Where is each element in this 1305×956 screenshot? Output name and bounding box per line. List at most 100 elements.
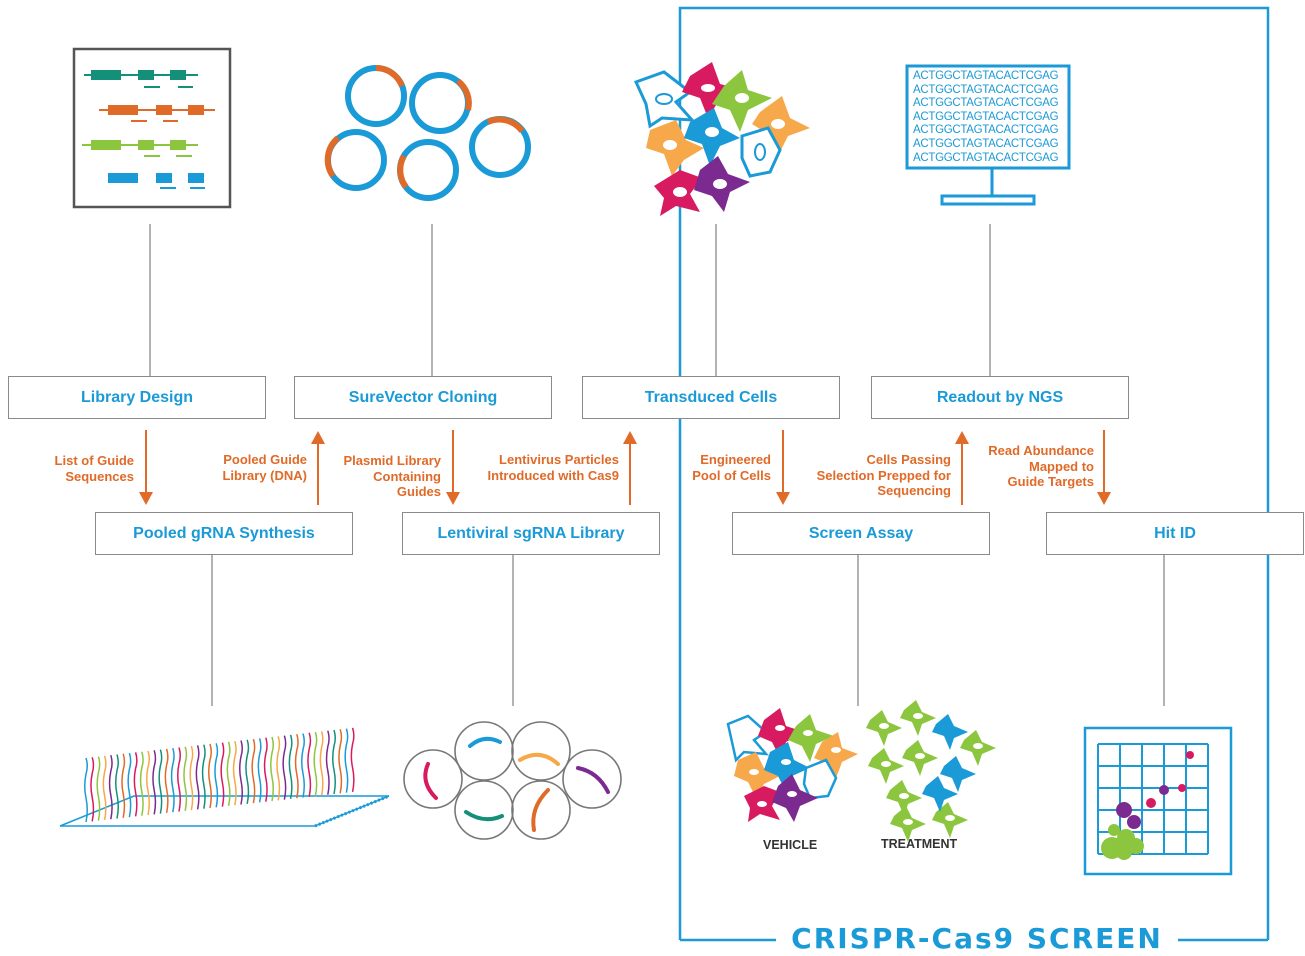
sequence-line: ACTGGCTAGTACACTCGAG xyxy=(913,110,1059,123)
label-line: Sequences xyxy=(65,468,134,484)
oligo-strand xyxy=(288,734,293,800)
oligo-strand xyxy=(84,757,88,823)
oligo-strand xyxy=(282,735,287,800)
oligo-strand xyxy=(170,747,175,813)
sequence-line: ACTGGCTAGTACACTCGAG xyxy=(913,137,1059,150)
sequence-line: ACTGGCTAGTACACTCGAG xyxy=(913,151,1059,164)
oligo-strand xyxy=(102,755,107,821)
transduced-cells-icon xyxy=(633,62,810,216)
oligo-strand xyxy=(201,744,206,809)
cell-nucleus xyxy=(913,713,923,719)
oligo-strand xyxy=(146,750,150,816)
oligo-strand xyxy=(96,756,101,821)
oligo-strand xyxy=(307,732,312,797)
plasmid-circles-icon xyxy=(324,65,531,201)
oligo-strand xyxy=(276,736,281,801)
vehicle-label: VEHICLE xyxy=(763,838,818,852)
treatment-cell xyxy=(932,714,968,750)
read-abundance-label: Read Abundance Mapped to Guide Targets xyxy=(988,443,1094,490)
hit-dot xyxy=(1186,751,1194,759)
pooled-guide-library-label: Pooled Guide Library (DNA) xyxy=(222,452,307,483)
treatment-cells-icon xyxy=(866,700,996,842)
oligo-array-icon xyxy=(59,727,390,828)
oligo-strand xyxy=(115,754,119,819)
oligo-strand xyxy=(270,736,274,802)
oligo-strand xyxy=(158,749,163,814)
oligo-strand xyxy=(232,740,237,806)
plasmid-library-label: Plasmid Library Containing Guides xyxy=(343,453,441,500)
readout-ngs-box: Readout by NGS xyxy=(871,376,1129,419)
screen-frame xyxy=(678,6,1270,940)
oligo-strand xyxy=(195,745,200,810)
oligo-strand xyxy=(344,728,349,793)
oligo-strand xyxy=(338,729,343,794)
list-of-guides-label: List of Guide Sequences xyxy=(55,453,134,484)
oligo-strand xyxy=(208,743,212,809)
label-line: Plasmid Library xyxy=(343,453,441,468)
sequence-line: ACTGGCTAGTACACTCGAG xyxy=(913,70,1059,82)
crispr-screen-title: CRISPR-Cas9 SCREEN xyxy=(776,922,1178,956)
library-design-icon xyxy=(72,47,232,209)
oligo-strand xyxy=(257,738,262,803)
hit-dot xyxy=(1178,784,1186,792)
label-line: Guides xyxy=(396,484,441,499)
transduced-cells-box: Transduced Cells xyxy=(582,376,840,419)
label-line: Mapped to xyxy=(1029,458,1094,474)
label-line: Lentivirus Particles xyxy=(499,452,619,467)
hit-plot-icon xyxy=(1083,726,1233,876)
cell-nucleus xyxy=(899,793,909,799)
sequence-line: ACTGGCTAGTACACTCGAG xyxy=(913,83,1059,96)
cell-nucleus xyxy=(973,743,983,749)
cell-nucleus xyxy=(879,723,889,729)
oligo-strand xyxy=(189,745,194,811)
oligo-strand xyxy=(263,737,268,802)
cell-nucleus xyxy=(915,753,925,759)
label-line: Introduced with Cas9 xyxy=(487,467,619,483)
hit-id-box: Hit ID xyxy=(1046,512,1304,555)
engineered-pool-label: Engineered Pool of Cells xyxy=(692,452,771,483)
oligo-strand xyxy=(127,752,132,818)
label-line: Containing xyxy=(373,468,441,484)
label-line: Library (DNA) xyxy=(222,467,307,483)
oligo-strand xyxy=(108,754,113,820)
hit-dot xyxy=(1108,824,1120,836)
oligo-strand xyxy=(164,748,169,814)
cell-nucleus xyxy=(881,761,891,767)
label-line: Engineered xyxy=(700,452,771,467)
oligo-strand xyxy=(226,741,231,807)
oligo-strand xyxy=(239,740,243,805)
sequence-line: ACTGGCTAGTACACTCGAG xyxy=(913,97,1059,110)
oligo-strand xyxy=(301,733,305,798)
treatment-cell xyxy=(940,756,976,792)
hit-dot xyxy=(1146,798,1156,808)
cells-passing-label: Cells Passing Selection Prepped for Sequ… xyxy=(817,452,951,499)
label-line: Cells Passing xyxy=(866,452,951,467)
hit-dot xyxy=(1127,815,1141,829)
oligo-strand xyxy=(214,743,219,808)
treatment-label: TREATMENT xyxy=(881,837,958,851)
oligo-strand xyxy=(183,746,188,811)
oligo-strand xyxy=(294,733,299,799)
lentiviral-sgrna-library-box: Lentiviral sgRNA Library xyxy=(402,512,660,555)
oligo-strand xyxy=(325,730,330,795)
oligo-strand xyxy=(251,738,256,804)
oligo-strand xyxy=(139,751,144,816)
sequence-line: ACTGGCTAGTACACTCGAG xyxy=(913,124,1059,137)
hit-dot xyxy=(1159,785,1169,795)
oligo-strand xyxy=(133,752,138,817)
cell-nucleus xyxy=(945,815,955,821)
screen-assay-box: Screen Assay xyxy=(732,512,990,555)
label-line: List of Guide xyxy=(54,453,134,468)
flow-arrows xyxy=(139,430,1111,505)
label-line: Pooled Guide xyxy=(223,452,307,467)
hit-dot xyxy=(1116,844,1132,860)
ngs-sequence-text: ACTGGCTAGTACACTCGAG ACTGGCTAGTACACTCGAG … xyxy=(913,70,1063,165)
oligo-strand xyxy=(332,729,336,795)
label-line: Selection Prepped for xyxy=(816,467,951,483)
label-line: Guide Targets xyxy=(1007,474,1094,489)
surevector-cloning-box: SureVector Cloning xyxy=(294,376,552,419)
cell-nucleus xyxy=(903,819,913,825)
treatment-cell xyxy=(922,776,958,812)
connector-lines xyxy=(149,224,1165,706)
